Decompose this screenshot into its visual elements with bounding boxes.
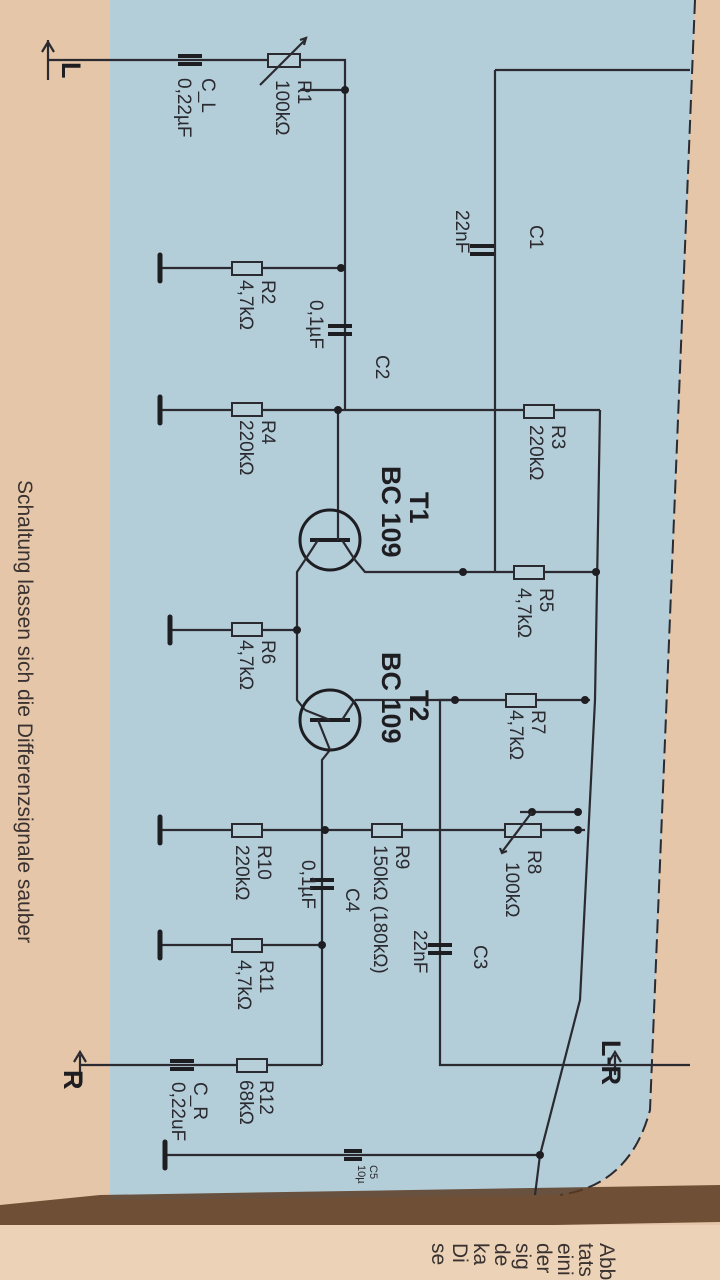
component-label: BC 109	[376, 466, 406, 558]
transistor-T1: T1 BC 109	[298, 466, 434, 572]
component-label: 220kΩ	[235, 420, 256, 475]
resistor-R11: R11 4,7kΩ	[231, 938, 276, 1010]
component-label: 4,7kΩ	[235, 280, 256, 330]
component-label: 150kΩ (180kΩ)	[369, 845, 390, 974]
component-label: 10µ	[355, 1165, 367, 1184]
component-label: R12	[255, 1080, 276, 1115]
component-label: 68kΩ	[235, 1080, 256, 1125]
next-page	[0, 1225, 720, 1280]
capacitor-C1: C1 22nF	[451, 210, 546, 256]
component-label: C2	[371, 355, 392, 379]
capacitor-C2: C2 0,1µF	[305, 300, 392, 379]
component-label: BC 109	[376, 652, 406, 744]
component-label: R3	[547, 425, 568, 449]
resistor-R3: R3 220kΩ	[523, 404, 568, 480]
component-label: T1	[404, 492, 434, 524]
component-label: R7	[527, 710, 548, 734]
component-label: R2	[257, 280, 278, 304]
component-label: C1	[525, 225, 546, 249]
resistor-R8: R8 100kΩ	[498, 811, 544, 917]
component-label: se	[427, 1243, 450, 1265]
terminal-L: L	[41, 39, 86, 80]
component-label: 0,1µF	[305, 300, 326, 349]
component-label: Di	[448, 1243, 471, 1263]
component-label: eini	[553, 1243, 576, 1276]
component-label: C3	[469, 945, 490, 969]
component-label: C5	[367, 1165, 379, 1179]
component-label: 100kΩ	[271, 80, 292, 135]
component-label: 4,7kΩ	[505, 710, 526, 760]
component-label: 4,7kΩ	[235, 640, 256, 690]
component-label: 4,7kΩ	[513, 588, 534, 638]
component-label: R4	[257, 420, 278, 445]
component-label: 220kΩ	[231, 845, 252, 900]
component-label: L	[56, 62, 86, 79]
resistor-R2: R2 4,7kΩ	[231, 261, 278, 330]
resistor-R7: R7 4,7kΩ	[505, 693, 548, 760]
component-label: 0,1µF	[297, 860, 318, 909]
component-label: 22nF	[451, 210, 472, 253]
capacitor-C4: C4 0,1µF	[297, 860, 362, 913]
component-label: tats	[574, 1243, 597, 1277]
component-label: C_L	[197, 78, 218, 113]
capacitor-CL: C_L 0,22µF	[173, 54, 218, 138]
component-label: R1	[293, 80, 314, 104]
resistor-R6: R6 4,7kΩ	[231, 622, 278, 690]
component-label: 100kΩ	[501, 862, 522, 917]
terminal-L-R: L-R	[596, 1040, 626, 1085]
capacitor-C5: C5 10µ	[344, 1149, 379, 1184]
component-label: R8	[523, 850, 544, 874]
component-label: Abb	[595, 1243, 618, 1280]
ground-symbols	[157, 252, 173, 1171]
component-label: R10	[253, 845, 274, 880]
schematic-panel	[110, 0, 695, 1200]
component-label: R5	[535, 588, 556, 612]
capacitor-CR: C_R 0,22uF	[167, 1059, 210, 1141]
component-label: sig	[511, 1243, 534, 1270]
junctions	[293, 86, 600, 1159]
resistor-R5: R5 4,7kΩ	[513, 565, 556, 638]
resistor-R9: R9 150kΩ (180kΩ)	[369, 823, 412, 974]
component-label: L-R	[596, 1040, 626, 1085]
resistor-R10: R10 220kΩ	[231, 823, 274, 900]
component-label: R11	[255, 960, 276, 993]
component-label: C4	[341, 888, 362, 913]
component-label: 22nF	[409, 930, 430, 973]
terminal-R: R	[58, 1049, 88, 1090]
book-gutter-shadow	[0, 1185, 720, 1235]
component-label: 0,22µF	[173, 78, 194, 138]
component-label: der	[532, 1243, 555, 1273]
capacitor-C3: C3 22nF	[409, 930, 490, 973]
resistor-R1: R1 100kΩ	[259, 36, 314, 135]
component-label: C_R	[189, 1082, 210, 1120]
component-label: 0,22uF	[167, 1082, 188, 1141]
resistor-R4: R4 220kΩ	[231, 402, 278, 475]
component-label: ka	[469, 1243, 492, 1266]
component-label: T2	[404, 690, 434, 722]
component-label: R	[58, 1070, 88, 1090]
transistor-T2: T2 BC 109	[298, 652, 434, 752]
component-label: de	[490, 1243, 513, 1266]
right-column-text: Abb tats eini der sig de ka Di se	[427, 1243, 618, 1280]
component-label: R9	[391, 845, 412, 869]
margin-text: Schaltung lassen sich die Differenzsigna…	[13, 480, 36, 943]
component-label: R6	[257, 640, 278, 664]
component-label: 4,7kΩ	[233, 960, 254, 1010]
resistor-R12: R12 68kΩ	[235, 1058, 276, 1125]
component-label: 220kΩ	[525, 425, 546, 480]
